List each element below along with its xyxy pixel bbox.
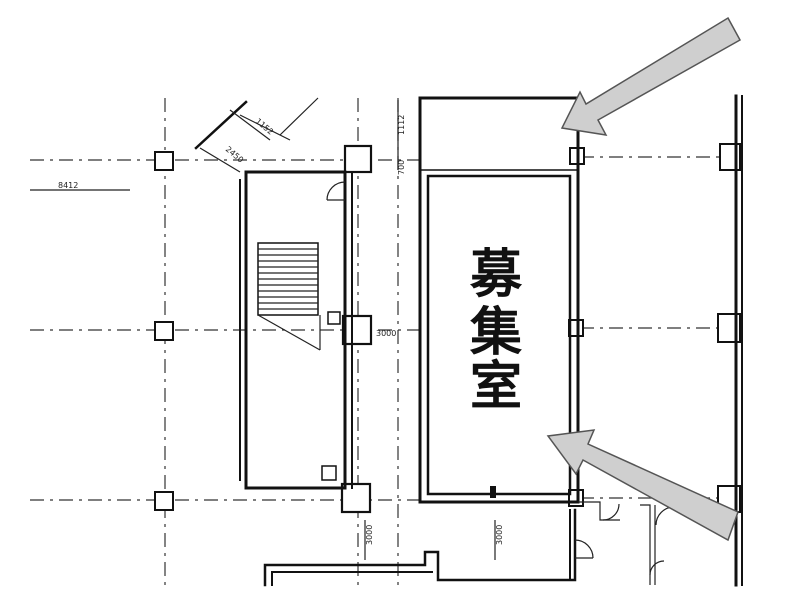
- stair-icon: [257, 242, 321, 351]
- lower-structure: [263, 486, 675, 587]
- arrow-icon: [560, 16, 742, 136]
- dim-bottom-b: 3000: [495, 525, 504, 545]
- column-icon: [343, 144, 373, 174]
- dimension-lines: [30, 100, 496, 560]
- door-swing-icon: [655, 506, 675, 526]
- column-icon: [341, 314, 373, 346]
- columns: [154, 143, 741, 514]
- door-swing-icon: [574, 539, 594, 559]
- dim-left-axis: 8412: [58, 181, 78, 190]
- right-wall: [734, 94, 743, 587]
- grid-axes: [30, 98, 745, 590]
- room-label-char-1: 募: [469, 245, 523, 305]
- column-icon: [154, 151, 174, 171]
- dim-bottom-a: 3000: [365, 525, 374, 545]
- room-label-char-2: 集: [469, 303, 522, 363]
- angled-wall: [194, 97, 319, 173]
- dim-top-b: 1112: [397, 115, 406, 135]
- door-swing-icon: [602, 503, 620, 521]
- door-swing-icon: [649, 560, 665, 576]
- dim-stair-small: 2450: [224, 145, 245, 165]
- dim-top-a: 700: [397, 160, 406, 175]
- stair-core: [239, 170, 353, 490]
- arrow-icon: [546, 429, 739, 542]
- column-icon: [154, 491, 174, 511]
- dim-mid: 3000: [376, 329, 396, 338]
- column-icon: [340, 482, 372, 514]
- room-label-char-3: 室: [470, 357, 522, 417]
- room-label: 募 集 室: [469, 245, 523, 417]
- door-swing-icon: [326, 181, 346, 201]
- dim-stair-top: 1152: [254, 117, 275, 137]
- column-icon: [154, 321, 174, 341]
